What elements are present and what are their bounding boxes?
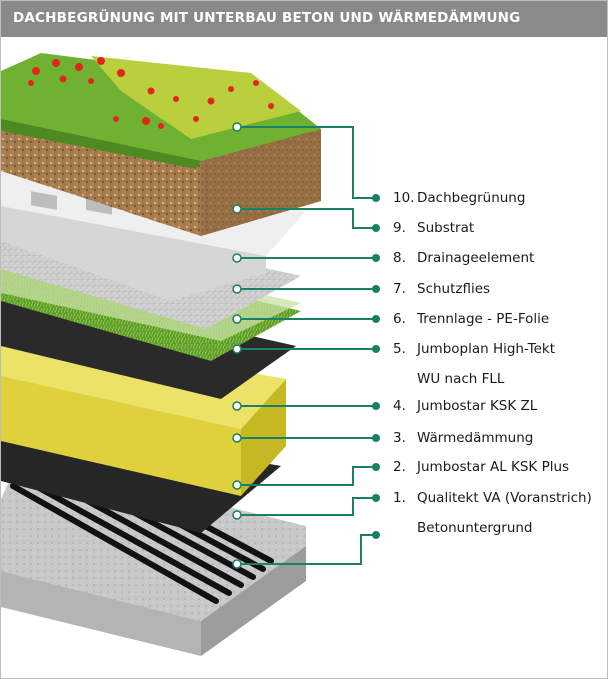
layer-name: Jumbostar AL KSK Plus — [417, 459, 570, 475]
layer-label-base: Betonuntergrund — [417, 520, 533, 536]
diagram-title: DACHBEGRÜNUNG MIT UNTERBAU BETON UND WÄR… — [13, 10, 521, 26]
layer-number: 7. — [393, 281, 406, 297]
layer-label-7: 7. Schutzflies — [393, 281, 490, 297]
layer-name: Jumboplan High-Tekt — [417, 341, 555, 357]
layer-name: Qualitekt VA (Voranstrich) — [417, 490, 592, 506]
layer-label-5: 5. Jumboplan High-Tekt — [393, 341, 555, 357]
layer-label-8: 8. Drainageelement — [393, 250, 534, 266]
layer-number: 3. — [393, 430, 406, 446]
layer-number: 2. — [393, 459, 406, 475]
callout-lines — [237, 126, 376, 565]
layer-name: Wärmedämmung — [417, 430, 534, 446]
layer-number: 1. — [393, 490, 406, 506]
layer-name: Schutzflies — [417, 281, 491, 297]
layer-label-9: 9. Substrat — [393, 220, 474, 236]
layer-label-4: 4. Jumbostar KSK ZL — [393, 398, 537, 414]
anchor-dots — [232, 122, 242, 569]
layer-name: Trennlage - PE-Folie — [417, 311, 550, 327]
layer-number: 9. — [393, 220, 406, 236]
vegetation-layer — [1, 53, 321, 169]
layer-name: Jumbostar KSK ZL — [417, 398, 538, 414]
layer-name: Substrat — [417, 220, 475, 236]
layer-label-6: 6. Trennlage - PE-Folie — [393, 311, 549, 327]
layer-label-5-line2: WU nach FLL — [417, 371, 505, 387]
layer-name: Dachbegrünung — [417, 190, 526, 206]
layer-name: Drainageelement — [417, 250, 535, 266]
callout-dots — [372, 194, 380, 539]
layer-number: 6. — [393, 311, 406, 327]
layer-number: 10. — [393, 190, 415, 206]
header-bar: DACHBEGRÜNUNG MIT UNTERBAU BETON UND WÄR… — [1, 1, 607, 37]
layer-number: 8. — [393, 250, 406, 266]
layer-number: 5. — [393, 341, 406, 357]
layer-number: 4. — [393, 398, 406, 414]
layer-label-3: 3. Wärmedämmung — [393, 430, 533, 446]
layer-label-1: 1. Qualitekt VA (Voranstrich) — [393, 490, 592, 506]
layer-label-2: 2. Jumbostar AL KSK Plus — [393, 459, 569, 475]
layer-label-10: 10.Dachbegrünung — [393, 190, 525, 206]
